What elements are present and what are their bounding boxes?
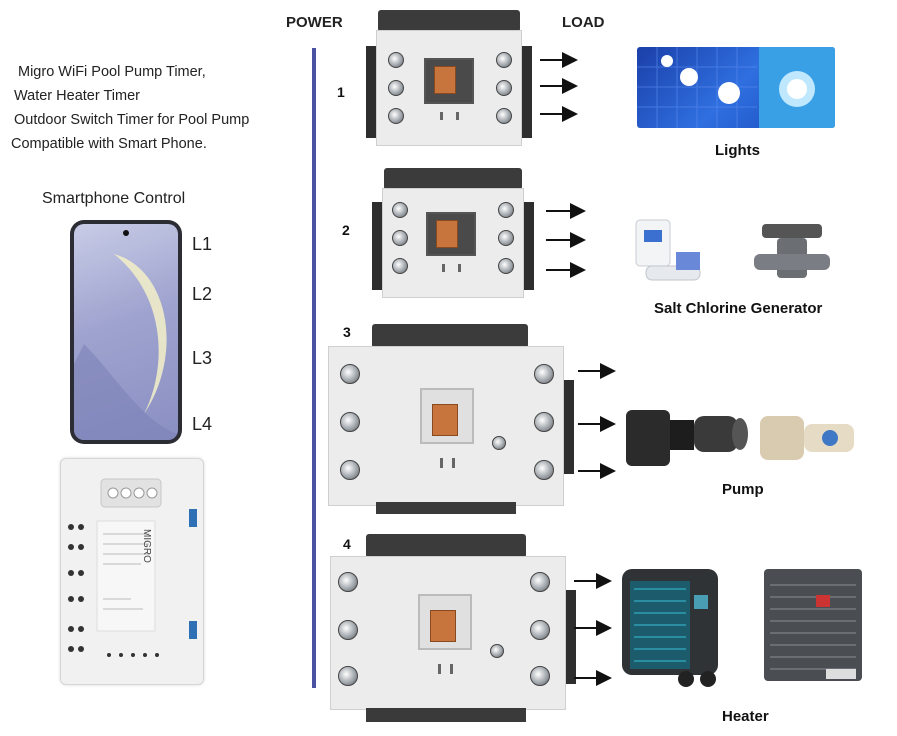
screw-terminal-icon (496, 80, 512, 96)
channel-label-l2: L2 (192, 284, 213, 304)
salt-chlorine-generator-image (632, 216, 842, 288)
screw-terminal-icon (534, 364, 554, 384)
screw-terminal-icon (388, 108, 404, 124)
screw-terminal-icon (530, 620, 550, 640)
screw-terminal-icon (530, 666, 550, 686)
load-label-lights: Lights (715, 142, 760, 159)
device-brand-label: MIGRO (141, 529, 152, 563)
contactor-2 (372, 168, 536, 304)
contactor-3 (328, 324, 574, 514)
screw-terminal-icon (530, 572, 550, 592)
load-label-salt-chlorine-generator: Salt Chlorine Generator (654, 300, 823, 317)
screw-terminal-icon (338, 620, 358, 640)
screw-terminal-icon (388, 80, 404, 96)
load-header: LOAD (562, 14, 605, 31)
phone-wallpaper (74, 254, 178, 440)
product-description: Migro WiFi Pool Pump Timer, Water Heater… (11, 60, 250, 156)
channel-label-l4: L4 (192, 414, 213, 434)
screw-terminal-icon (340, 412, 360, 432)
contactor-4 (330, 534, 576, 726)
smartphone-control-title: Smartphone Control (42, 190, 186, 207)
relay-number-4: 4 (343, 536, 351, 552)
screw-terminal-icon (496, 52, 512, 68)
screw-terminal-icon (338, 572, 358, 592)
description-line: Compatible with Smart Phone. (11, 136, 207, 152)
screw-terminal-icon (388, 52, 404, 68)
load-label-pump: Pump (722, 481, 764, 498)
description-line: Outdoor Switch Timer for Pool Pump (14, 112, 250, 128)
channel-label-l3: L3 (192, 348, 213, 368)
screw-terminal-icon (392, 202, 408, 218)
smartphone-image (70, 220, 182, 444)
screw-terminal-icon (490, 644, 504, 658)
contactor-1 (366, 10, 534, 152)
relay-number-2: 2 (342, 222, 350, 238)
screw-terminal-icon (392, 258, 408, 274)
relay-number-3: 3 (343, 324, 351, 340)
screw-terminal-icon (492, 436, 506, 450)
pump-image (620, 394, 870, 474)
screw-terminal-icon (498, 258, 514, 274)
screw-terminal-icon (534, 412, 554, 432)
wifi-relay-device: MIGRO (60, 458, 204, 685)
power-bus-line (312, 48, 316, 688)
screw-terminal-icon (340, 460, 360, 480)
load-label-heater: Heater (722, 708, 769, 725)
channel-label-l1: L1 (192, 234, 213, 254)
screw-terminal-icon (338, 666, 358, 686)
screw-terminal-icon (498, 230, 514, 246)
screw-terminal-icon (340, 364, 360, 384)
heater-image (620, 565, 866, 693)
lights-image (637, 47, 835, 128)
screw-terminal-icon (392, 230, 408, 246)
camera-icon (123, 230, 129, 236)
phone-screen (74, 224, 178, 440)
description-line: Migro WiFi Pool Pump Timer, (18, 64, 206, 80)
screw-terminal-icon (498, 202, 514, 218)
screw-terminal-icon (534, 460, 554, 480)
power-header: POWER (286, 14, 343, 31)
relay-number-1: 1 (337, 84, 345, 100)
description-line: Water Heater Timer (14, 88, 140, 104)
screw-terminal-icon (496, 108, 512, 124)
